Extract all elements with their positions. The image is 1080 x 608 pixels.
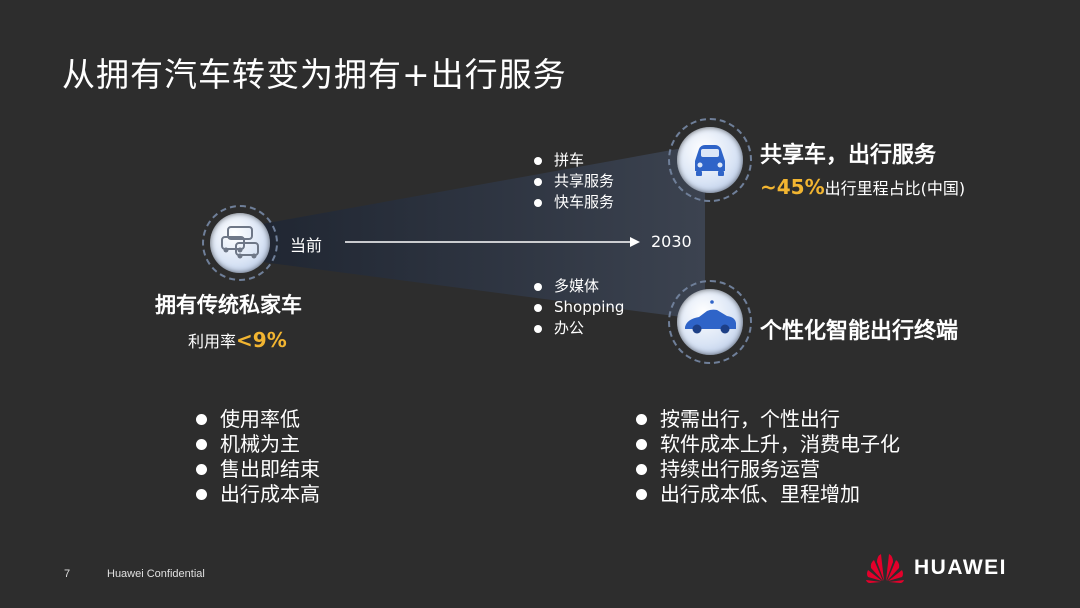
utilization-rate-label: 利用率 — [188, 332, 237, 351]
utilization-rate: 利用率<9% — [188, 328, 287, 352]
brand-name: HUAWEI — [914, 556, 1007, 579]
list-item: 快车服务 — [534, 192, 614, 213]
mileage-share-value: ~45% — [760, 175, 825, 199]
lower-icon-ring — [668, 280, 752, 364]
list-item: 软件成本上升，消费电子化 — [636, 432, 900, 457]
list-item: 按需出行，个性出行 — [636, 407, 900, 432]
timeline-start-label: 当前 — [290, 236, 323, 255]
cars-icon — [221, 226, 259, 259]
mileage-share: ~45%出行里程占比(中国) — [760, 175, 965, 199]
lower-heading: 个性化智能出行终端 — [760, 319, 959, 344]
car-side-icon — [685, 300, 736, 334]
car-front-icon — [695, 145, 725, 176]
list-item: Shopping — [534, 297, 624, 318]
timeline-arrow-head — [630, 237, 640, 247]
list-item: 机械为主 — [196, 432, 320, 457]
list-item: 使用率低 — [196, 407, 320, 432]
funnel-shape — [262, 144, 705, 320]
left-heading: 拥有传统私家车 — [155, 293, 302, 317]
upper-icon-ring — [668, 118, 752, 202]
upper-heading: 共享车，出行服务 — [760, 143, 937, 168]
upper-bullet-list: 拼车 共享服务 快车服务 — [534, 150, 614, 213]
list-item: 售出即结束 — [196, 457, 320, 482]
left-icon-ring — [202, 205, 278, 281]
right-bullet-list: 按需出行，个性出行 软件成本上升，消费电子化 持续出行服务运营 出行成本低、里程… — [636, 407, 900, 507]
list-item: 多媒体 — [534, 276, 624, 297]
list-item: 共享服务 — [534, 171, 614, 192]
list-item: 办公 — [534, 318, 624, 339]
utilization-rate-value: <9% — [236, 328, 287, 352]
list-item: 出行成本高 — [196, 482, 320, 507]
timeline-end-label: 2030 — [651, 232, 692, 251]
page-number: 7 — [64, 568, 71, 580]
cars-icon-circle — [210, 213, 270, 273]
left-bullet-list: 使用率低 机械为主 售出即结束 出行成本高 — [196, 407, 320, 507]
page-title: 从拥有汽车转变为拥有+出行服务 — [62, 55, 567, 94]
list-item: 出行成本低、里程增加 — [636, 482, 900, 507]
list-item: 持续出行服务运营 — [636, 457, 900, 482]
car-side-icon-circle — [677, 289, 743, 355]
list-item: 拼车 — [534, 150, 614, 171]
huawei-logo-icon — [866, 554, 904, 583]
mileage-share-label: 出行里程占比(中国) — [824, 179, 966, 198]
car-front-icon-circle — [677, 127, 743, 193]
lower-bullet-list: 多媒体 Shopping 办公 — [534, 276, 624, 339]
confidential-label: Huawei Confidential — [107, 568, 205, 580]
